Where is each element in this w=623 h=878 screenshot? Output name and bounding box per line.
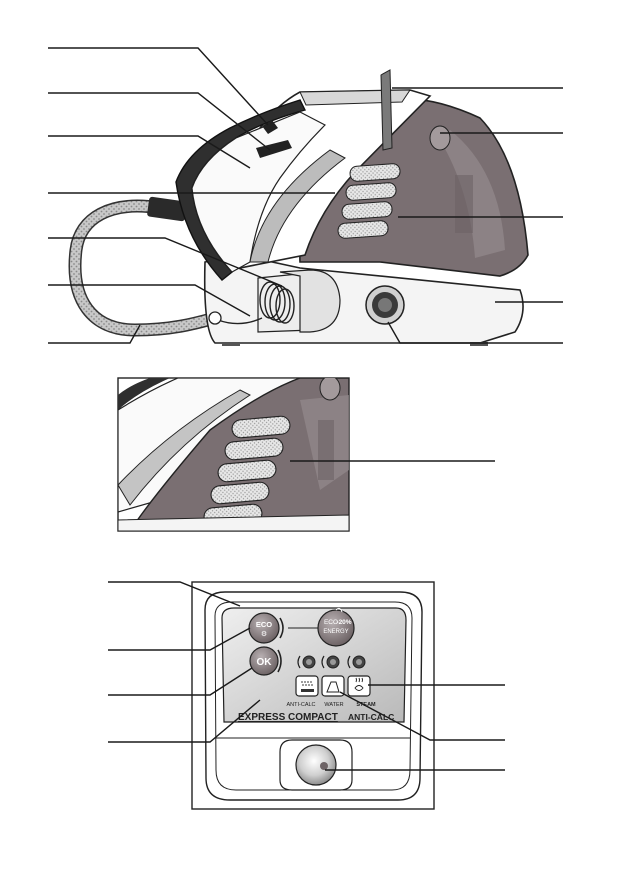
eco-button-label: ECO xyxy=(256,620,272,629)
indicator-lights xyxy=(298,656,365,668)
eco-button[interactable]: ECO ⚙ xyxy=(249,613,279,643)
control-panel-illustration: ECO ⚙ ECO -20% ENERGY OK xyxy=(192,582,434,809)
steam-generator-illustration xyxy=(75,70,528,346)
brand-logo: EXPRESS COMPACT xyxy=(238,712,338,723)
lock-lever xyxy=(381,70,392,150)
power-plug xyxy=(209,312,221,324)
eco-energy-percent: -20% xyxy=(336,619,351,626)
ok-button-label: OK xyxy=(257,657,273,668)
eco-energy-label-2: ENERGY xyxy=(323,629,348,635)
ok-button[interactable]: OK xyxy=(250,647,278,675)
water-label: WATER xyxy=(324,702,343,708)
eco-leaf-icon: ⚙ xyxy=(261,630,267,638)
anti-calc-label: ANTI-CALC xyxy=(286,702,315,708)
tank-cap xyxy=(430,126,450,150)
grip-detail-illustration xyxy=(118,376,495,531)
selector-dial[interactable] xyxy=(280,740,352,790)
